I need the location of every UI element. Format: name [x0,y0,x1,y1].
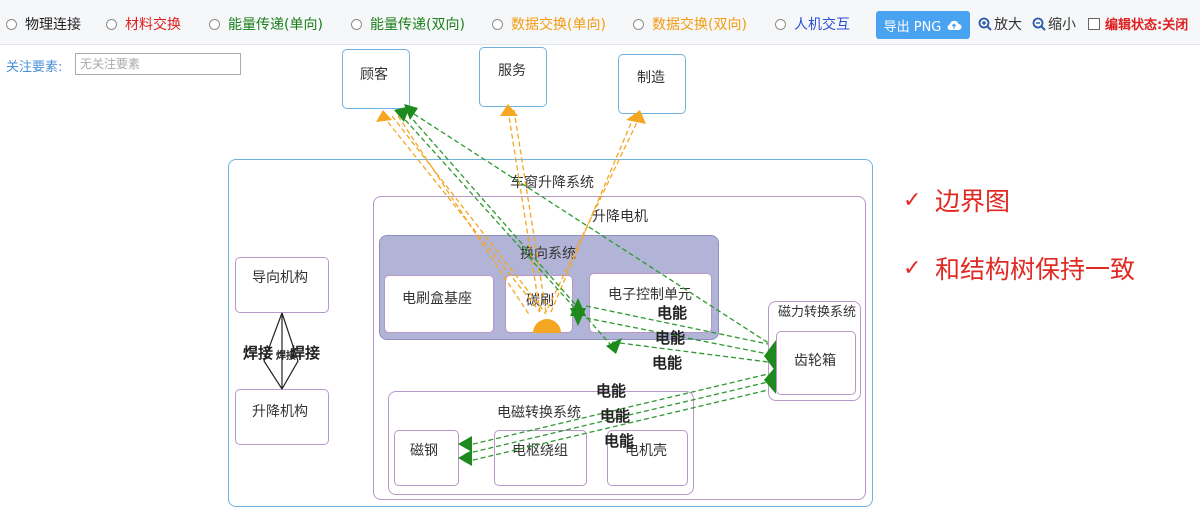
filter-energy-twoway[interactable]: 能量传递(双向) [351,14,465,34]
node-label: 电子控制单元 [608,287,692,303]
zoom-in-icon [978,17,992,31]
node-guide[interactable]: 导向机构 [235,257,329,313]
node-label: 服务 [498,63,526,79]
node-ecu[interactable]: 电子控制单元 [589,273,712,333]
filter-label: 能量传递(单向) [228,17,323,33]
node-label: 电刷盒基座 [402,291,472,307]
electromagnetic-label: 电磁转换系统 [497,405,581,421]
filter-material-exchange[interactable]: 材料交换 [106,14,181,34]
filter-data-twoway[interactable]: 数据交换(双向) [633,14,747,34]
node-manufacturing[interactable]: 制造 [618,54,686,114]
focus-input[interactable] [75,53,241,75]
node-label: 制造 [637,70,665,86]
filter-physical-connection[interactable]: 物理连接 [6,14,81,34]
node-service[interactable]: 服务 [479,47,547,107]
radio-icon[interactable] [351,18,362,30]
radio-icon[interactable] [209,18,220,30]
node-label: 导向机构 [252,270,308,286]
note-text: 边界图 [935,187,1011,216]
filter-label: 材料交换 [125,17,181,33]
weld-edge-label: 焊接 [290,344,321,362]
edit-state-toggle[interactable]: 编辑状态:关闭 [1088,14,1188,33]
check-icon: ✓ [903,187,922,213]
node-label: 顾客 [360,67,388,83]
focus-label: 关注要素: [6,60,63,75]
energy-edge-label: 电能 [596,382,627,400]
energy-edge-label: 电能 [652,354,683,372]
node-gearbox[interactable]: 齿轮箱 [776,331,856,395]
system-label: 车窗升降系统 [510,175,594,191]
energy-edge-label: 电能 [600,407,631,425]
node-carbon-brush[interactable]: 碳刷 [505,275,573,333]
node-label: 升降机构 [252,404,308,420]
commutation-label: 换向系统 [520,246,576,262]
radio-icon[interactable] [775,18,786,30]
toolbar: 物理连接 材料交换 能量传递(单向) 能量传递(双向) 数据交换(单向) 数据交… [0,0,1200,45]
radio-icon[interactable] [106,18,117,30]
magnetic-label: 磁力转换系统 [777,305,856,320]
filter-human-interaction[interactable]: 人机交互 [775,14,850,34]
energy-edge-label: 电能 [655,329,686,347]
node-brush-base[interactable]: 电刷盒基座 [384,275,494,333]
node-customer[interactable]: 顾客 [342,49,410,109]
node-label: 齿轮箱 [794,353,836,369]
node-label: 电枢绕组 [512,443,568,459]
filter-energy-oneway[interactable]: 能量传递(单向) [209,14,323,34]
energy-edge-label: 电能 [657,304,688,322]
filter-label: 数据交换(单向) [511,17,606,33]
zoom-in-label: 放大 [994,17,1022,33]
check-icon: ✓ [903,255,922,281]
note-item: ✓ 和结构树保持一致 [903,250,1135,286]
radio-icon[interactable] [6,18,17,30]
zoom-out-label: 缩小 [1048,17,1076,33]
filter-label: 物理连接 [25,17,81,33]
edit-state-label: 编辑状态:关闭 [1105,18,1189,33]
export-label: 导出 PNG [883,19,942,35]
node-magnet[interactable]: 磁钢 [394,430,459,486]
node-lifter[interactable]: 升降机构 [235,389,329,445]
node-winding[interactable]: 电枢绕组 [494,430,587,486]
checkbox-icon[interactable] [1088,17,1100,30]
radio-icon[interactable] [633,18,644,30]
zoom-in-button[interactable]: 放大 [978,14,1022,34]
filter-data-oneway[interactable]: 数据交换(单向) [492,14,606,34]
node-label: 磁钢 [410,443,438,459]
energy-edge-label: 电能 [604,432,635,450]
cloud-upload-icon [948,20,962,30]
zoom-out-button[interactable]: 缩小 [1032,14,1076,34]
zoom-out-icon [1032,17,1046,31]
weld-edge-label: 焊接 [276,351,296,362]
motor-label: 升降电机 [592,209,648,225]
note-item: ✓ 边界图 [903,182,1010,218]
filter-label: 人机交互 [794,17,850,33]
node-label: 碳刷 [526,293,554,309]
radio-icon[interactable] [492,18,503,30]
filter-label: 数据交换(双向) [652,17,747,33]
weld-edge-label: 焊接 [243,344,274,362]
filter-label: 能量传递(双向) [370,17,465,33]
export-png-button[interactable]: 导出 PNG [876,11,970,39]
note-text: 和结构树保持一致 [935,255,1136,284]
